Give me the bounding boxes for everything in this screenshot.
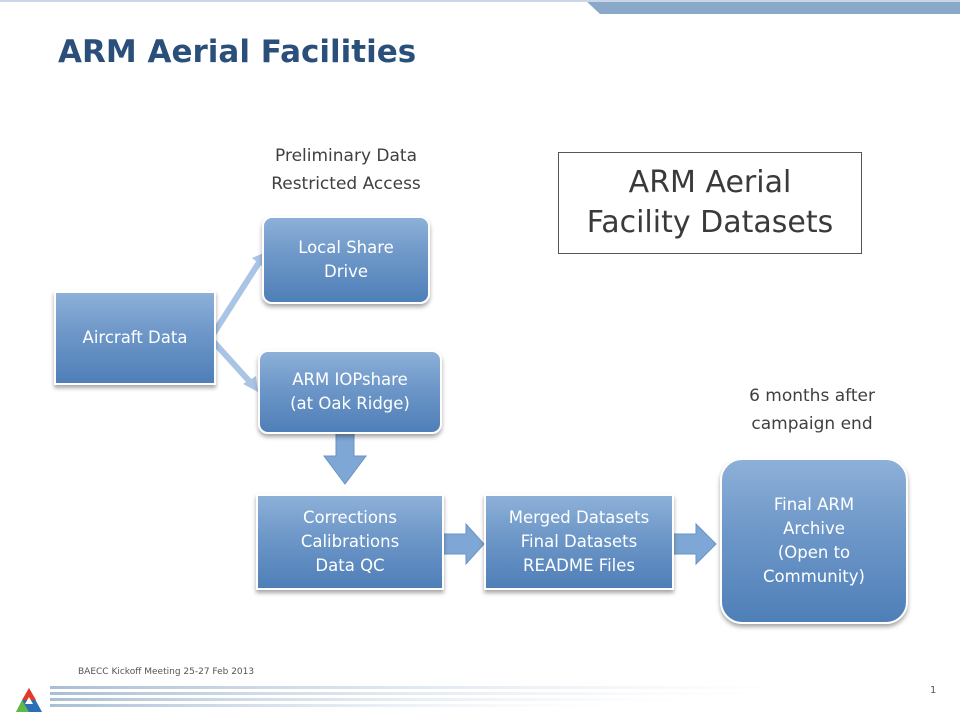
node-aircraft-data-label: Aircraft Data xyxy=(82,328,188,347)
branch-arrowhead-lower xyxy=(243,376,258,392)
node-merged-label: Merged Datasets Final Datasets README Fi… xyxy=(508,508,650,575)
preliminary-note: Preliminary Data Restricted Access xyxy=(246,142,446,198)
node-merged: Merged Datasets Final Datasets README Fi… xyxy=(484,494,674,590)
node-iopshare: ARM IOPshare (at Oak Ridge) xyxy=(258,350,442,434)
page-number: 1 xyxy=(930,685,937,696)
node-archive-label: Final ARM Archive (Open to Community) xyxy=(763,495,865,586)
six-months-note-text: 6 months after campaign end xyxy=(749,386,875,434)
branch-connector-lower xyxy=(209,337,253,385)
slide-title: ARM Aerial Facilities xyxy=(58,34,417,70)
node-local-share-label: Local Share Drive xyxy=(298,238,394,281)
node-corrections: Corrections Calibrations Data QC xyxy=(256,494,444,590)
node-corrections-label: Corrections Calibrations Data QC xyxy=(300,508,400,575)
down-arrow xyxy=(323,431,367,485)
branch-connector-upper xyxy=(209,261,261,339)
logo-icon xyxy=(16,688,42,712)
preliminary-note-text: Preliminary Data Restricted Access xyxy=(271,146,421,194)
right-arrow-2 xyxy=(672,522,717,566)
node-archive: Final ARM Archive (Open to Community) xyxy=(720,458,908,624)
right-arrow-1 xyxy=(442,522,485,566)
legend-box: ARM Aerial Facility Datasets xyxy=(558,152,862,254)
six-months-note: 6 months after campaign end xyxy=(712,382,912,438)
node-aircraft-data: Aircraft Data xyxy=(54,291,216,385)
top-decoration-bar xyxy=(0,0,960,14)
legend-label: ARM Aerial Facility Datasets xyxy=(586,165,834,240)
footer-decoration xyxy=(50,686,810,707)
node-iopshare-label: ARM IOPshare (at Oak Ridge) xyxy=(290,370,410,413)
footer-text: BAECC Kickoff Meeting 25-27 Feb 2013 xyxy=(78,667,255,677)
node-local-share: Local Share Drive xyxy=(262,216,430,304)
